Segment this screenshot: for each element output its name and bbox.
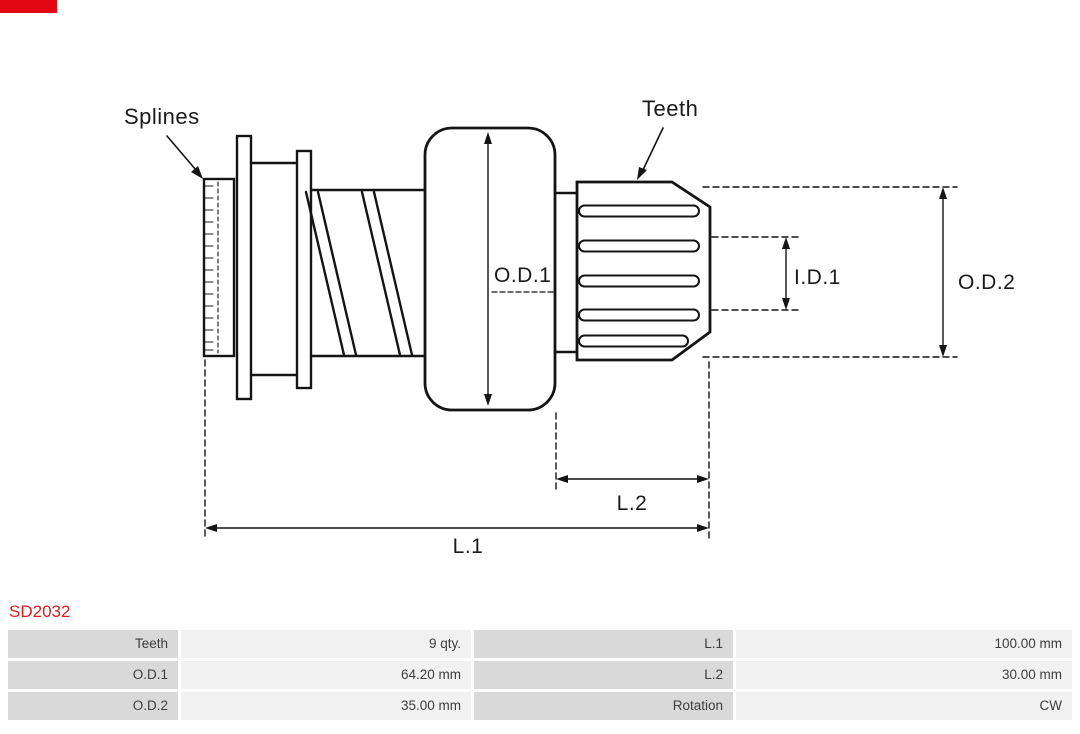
dimension-l1: L.1 (204, 359, 709, 558)
arrowhead (191, 166, 203, 179)
splines-label: Splines (124, 104, 200, 129)
shaft-outline (309, 188, 427, 358)
spec-label-l1: L.1 (474, 630, 733, 658)
pinion-gear (575, 180, 712, 362)
callout-teeth: Teeth (637, 96, 698, 180)
spec-value-l2: 30.00 mm (736, 661, 1072, 689)
front-flange (235, 134, 253, 401)
spec-value-rotation: CW (736, 692, 1072, 720)
dimension-l2: L.2 (555, 361, 710, 539)
arrowhead (484, 394, 492, 406)
spec-label-rotation: Rotation (474, 692, 733, 720)
arrowhead (556, 475, 568, 483)
arrowhead (637, 167, 647, 180)
clutch-body (423, 126, 557, 412)
spec-value-teeth: 9 qty. (181, 630, 471, 658)
arrowhead (697, 475, 709, 483)
arrowhead (782, 298, 790, 310)
part-number: SD2032 (9, 602, 71, 621)
arrowhead (697, 524, 709, 532)
neck (553, 191, 579, 354)
specs-table: Teeth 9 qty. L.1 100.00 mm O.D.1 64.20 m… (8, 630, 1072, 720)
collar-cylinder (249, 161, 299, 377)
shaft-and-spring (304, 188, 427, 358)
od2-label: O.D.2 (958, 271, 1015, 294)
od1-label: O.D.1 (494, 264, 551, 287)
spec-label-l2: L.2 (474, 661, 733, 689)
brand-logo (0, 0, 57, 13)
splined-shaft (202, 177, 236, 358)
dimension-od2: O.D.2 (702, 186, 1015, 358)
spec-label-od2: O.D.2 (8, 692, 178, 720)
spring-coils (304, 190, 414, 357)
spec-value-od2: 35.00 mm (181, 692, 471, 720)
dimension-id1: I.D.1 (711, 236, 841, 311)
spec-value-l1: 100.00 mm (736, 630, 1072, 658)
l2-label: L.2 (617, 492, 648, 515)
spec-label-od1: O.D.1 (8, 661, 178, 689)
spec-label-teeth: Teeth (8, 630, 178, 658)
pinion-tooth-grooves (578, 204, 700, 348)
spec-value-od1: 64.20 mm (181, 661, 471, 689)
arrowhead (205, 524, 217, 532)
technical-drawing: O.D.1 I.D.1 O.D.2 L.2 (124, 96, 1015, 558)
callout-splines: Splines (124, 104, 203, 179)
dimension-od1: O.D.1 (484, 132, 555, 406)
spline-teeth-hatching (204, 185, 214, 351)
arrowhead (939, 187, 947, 199)
rear-flange (295, 149, 313, 390)
teeth-label: Teeth (642, 96, 698, 121)
l1-label: L.1 (453, 535, 484, 558)
arrowhead (939, 345, 947, 357)
arrowhead (782, 237, 790, 249)
arrowhead (484, 132, 492, 144)
id1-label: I.D.1 (794, 266, 841, 289)
